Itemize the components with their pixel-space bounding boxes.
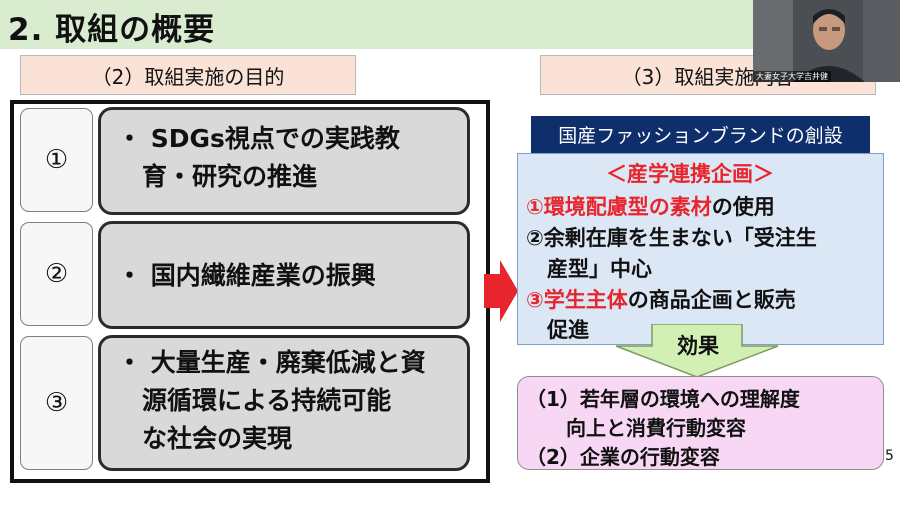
purpose-item-1-line-1: ・ SDGs視点での実践教 (117, 124, 400, 153)
purpose-item-2-line-1: ・ 国内繊維産業の振興 (117, 261, 376, 290)
purpose-item-1: ・ SDGs視点での実践教 育・研究の推進 (98, 107, 470, 215)
effect-item-2: （2）企業の行動変容 (526, 445, 720, 469)
effect-box: （1）若年層の環境への理解度 向上と消費行動変容 （2）企業の行動変容 (517, 376, 884, 470)
effect-item-1-cont: 向上と消費行動変容 (526, 416, 746, 440)
effect-label: 効果 (677, 334, 719, 358)
purpose-item-1-line-2: 育・研究の推進 (117, 162, 318, 191)
slide-title: 2. 取組の概要 (8, 12, 216, 48)
plan-item-3-cont: 促進 (526, 318, 589, 342)
purpose-item-3-line-1: ・ 大量生産・廃棄低減と資 (117, 348, 426, 377)
purpose-item-2: ・ 国内繊維産業の振興 (98, 221, 470, 329)
item-number-3: ③ (20, 336, 93, 470)
participant-name: 大妻女子大学吉井健 (753, 71, 831, 82)
page-number: 5 (885, 448, 894, 464)
effect-item-1: （1）若年層の環境への理解度 (526, 387, 800, 411)
plan-item-2: ②余剰在庫を生まない「受注生 (526, 226, 817, 250)
plan-heading: ＜産学連携企画＞ (606, 162, 774, 186)
person-icon (753, 0, 900, 82)
purpose-item-3-line-3: な社会の実現 (117, 424, 293, 453)
item-number-2: ② (20, 222, 93, 326)
video-thumbnail[interactable]: 大妻女子大学吉井健 (753, 0, 900, 82)
title-bar: 2. 取組の概要 (0, 0, 900, 49)
purpose-item-3-line-2: 源循環による持続可能 (117, 386, 392, 415)
plan-item-2-cont: 産型」中心 (526, 257, 652, 281)
down-arrow-icon (615, 324, 779, 378)
brand-title: 国産ファッションブランドの創設 (531, 116, 870, 153)
plan-item-1: ①環境配慮型の素材の使用 (526, 195, 775, 219)
item-number-1: ① (20, 108, 93, 212)
purpose-item-3: ・ 大量生産・廃棄低減と資 源循環による持続可能 な社会の実現 (98, 335, 470, 471)
right-arrow-icon (484, 260, 518, 322)
purpose-header: （2）取組実施の目的 (20, 55, 356, 95)
plan-box: ＜産学連携企画＞ ①環境配慮型の素材の使用 ②余剰在庫を生まない「受注生 産型」… (517, 153, 884, 345)
plan-item-3: ③学生主体の商品企画と販売 (526, 288, 796, 312)
